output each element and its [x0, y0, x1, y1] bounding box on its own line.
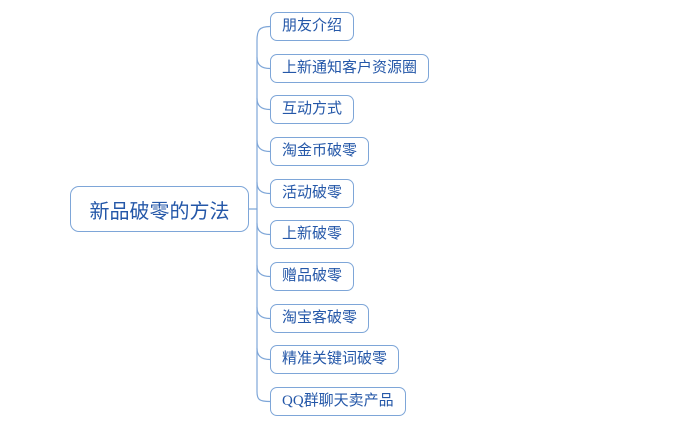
mindmap-child-node[interactable]: 活动破零	[270, 179, 355, 208]
mindmap-child-node[interactable]: 精准关键词破零	[270, 345, 400, 374]
mindmap-child-node[interactable]: QQ群聊天卖产品	[270, 387, 406, 416]
mindmap-child-node[interactable]: 淘宝客破零	[270, 304, 370, 333]
mindmap-child-node[interactable]: 上新通知客户资源圈	[270, 54, 430, 83]
mindmap-child-node[interactable]: 赠品破零	[270, 262, 355, 291]
mindmap-root-node[interactable]: 新品破零的方法	[70, 186, 249, 232]
mindmap-child-node[interactable]: 朋友介绍	[270, 12, 355, 41]
mindmap-child-node[interactable]: 互动方式	[270, 95, 355, 124]
mindmap-child-node[interactable]: 淘金币破零	[270, 137, 370, 166]
mindmap-child-node[interactable]: 上新破零	[270, 220, 355, 249]
